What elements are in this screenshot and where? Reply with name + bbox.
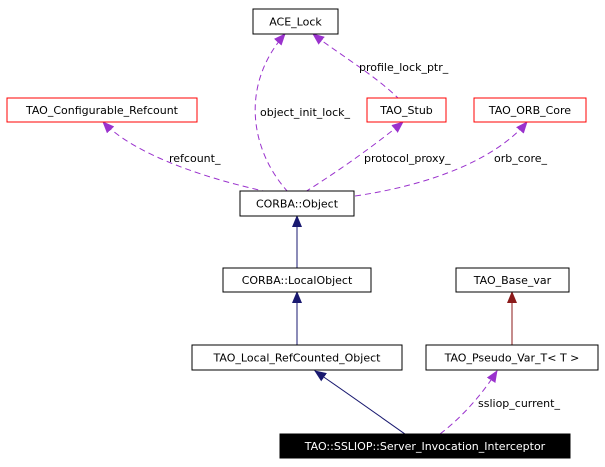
- label-orb-core: orb_core_: [494, 152, 548, 165]
- node-tao-configurable-refcount-label: TAO_Configurable_Refcount: [25, 104, 179, 117]
- edge-profile-lock-ptr: [312, 33, 401, 101]
- label-object-init-lock: object_init_lock_: [260, 106, 350, 119]
- node-server-invocation-interceptor-label: TAO::SSLIOP::Server_Invocation_Intercept…: [304, 440, 546, 453]
- node-tao-local-refcounted-object[interactable]: TAO_Local_RefCounted_Object: [191, 344, 403, 371]
- edge-orb-core: [354, 121, 528, 197]
- label-protocol-proxy: protocol_proxy_: [364, 152, 451, 165]
- node-corba-object[interactable]: CORBA::Object: [239, 190, 355, 217]
- edge-interceptor-inherits-refcounted: [314, 370, 406, 435]
- node-server-invocation-interceptor[interactable]: TAO::SSLIOP::Server_Invocation_Intercept…: [279, 433, 571, 459]
- node-tao-base-var[interactable]: TAO_Base_var: [455, 267, 570, 293]
- edge-protocol-proxy: [304, 121, 404, 193]
- label-refcount: refcount_: [169, 152, 221, 165]
- label-profile-lock-ptr: profile_lock_ptr_: [359, 61, 449, 74]
- node-ace-lock-label: ACE_Lock: [269, 16, 322, 29]
- node-ace-lock[interactable]: ACE_Lock: [252, 8, 339, 35]
- node-tao-configurable-refcount[interactable]: TAO_Configurable_Refcount: [6, 97, 198, 123]
- node-corba-localobject[interactable]: CORBA::LocalObject: [222, 267, 372, 293]
- node-tao-stub[interactable]: TAO_Stub: [366, 97, 447, 123]
- edge-ssliop-current: [439, 370, 498, 435]
- node-corba-object-label: CORBA::Object: [256, 198, 339, 211]
- node-tao-orb-core[interactable]: TAO_ORB_Core: [473, 97, 587, 123]
- edge-object-init-lock: [254, 33, 289, 193]
- label-ssliop-current: ssliop_current_: [478, 397, 560, 410]
- node-tao-orb-core-label: TAO_ORB_Core: [488, 104, 571, 117]
- node-tao-pseudo-var-t[interactable]: TAO_Pseudo_Var_T< T >: [425, 344, 599, 371]
- node-tao-base-var-label: TAO_Base_var: [473, 274, 552, 287]
- node-tao-stub-label: TAO_Stub: [379, 104, 433, 117]
- node-tao-local-refcounted-object-label: TAO_Local_RefCounted_Object: [213, 352, 382, 365]
- node-corba-localobject-label: CORBA::LocalObject: [242, 274, 353, 287]
- node-tao-pseudo-var-t-label: TAO_Pseudo_Var_T< T >: [444, 352, 580, 365]
